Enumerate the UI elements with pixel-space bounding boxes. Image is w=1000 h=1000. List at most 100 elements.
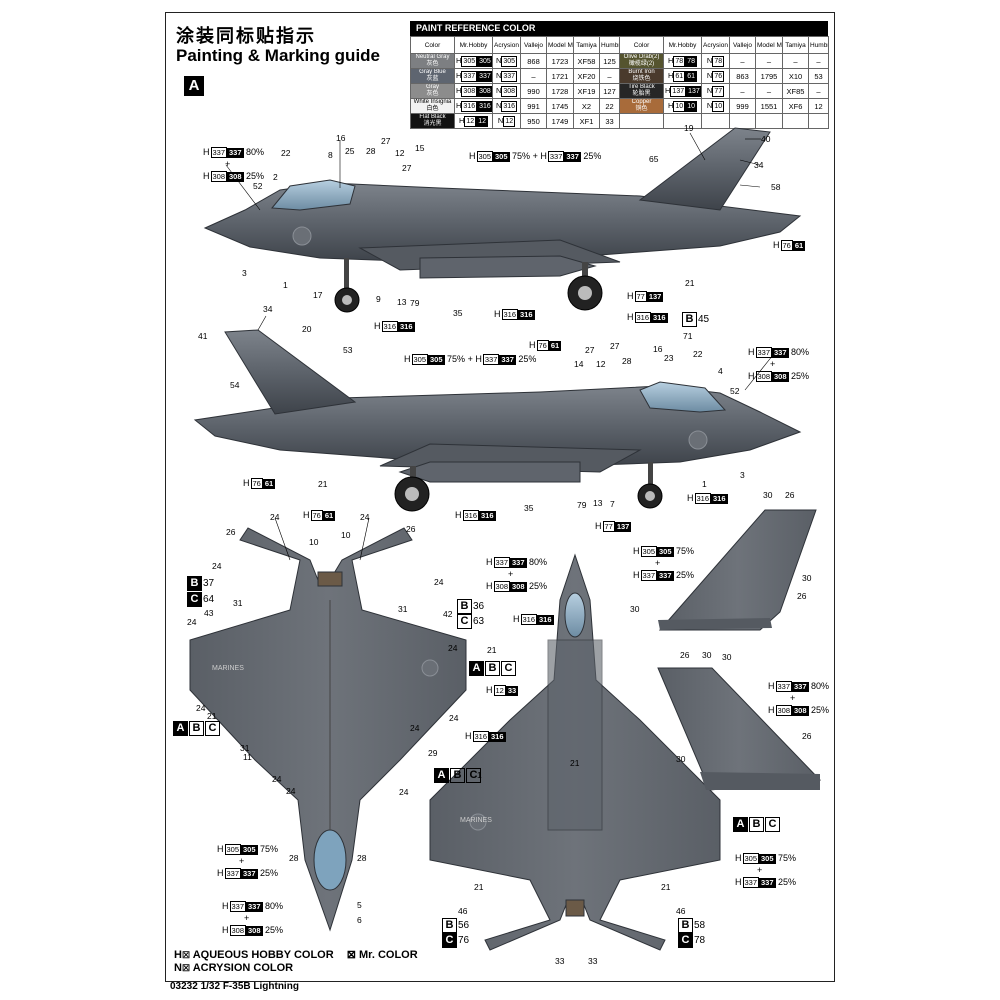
part-number-tails: 30 xyxy=(722,652,732,662)
part-number-bottom: 24 xyxy=(449,713,459,723)
paint-reference-title: PAINT REFERENCE COLOR xyxy=(410,21,828,36)
part-number-bottom: 5 xyxy=(357,900,362,910)
part-number-top: 46 xyxy=(458,906,468,916)
part-number-side1: 27 xyxy=(381,136,391,146)
part-number-side2: 21 xyxy=(318,479,328,489)
part-number-tails: 30 xyxy=(676,754,686,764)
paint-vallejo: 950 xyxy=(520,113,547,129)
part-number-bottom: 31 xyxy=(398,604,408,614)
part-number-bottom: 24 xyxy=(434,577,444,587)
part-number-side2: 23 xyxy=(664,353,674,363)
part-number-side1: 22 xyxy=(281,148,291,158)
part-number-bottom: 24 xyxy=(212,561,222,571)
paint-swatch: Olive Drab(2)橄榄绿(2) xyxy=(619,53,664,69)
part-number-side2: 14 xyxy=(574,359,584,369)
part-number-side1: 19 xyxy=(684,123,694,133)
part-number-bottom: 10 xyxy=(341,530,351,540)
canopy xyxy=(639,381,727,413)
canopy xyxy=(271,179,356,211)
legend-acrysion: N☒ ACRYSION COLOR xyxy=(174,962,294,974)
paint-empty-cell xyxy=(808,113,829,129)
part-number-side2: 16 xyxy=(653,344,663,354)
roundel-insignia xyxy=(292,226,312,246)
part-number-side2: 35 xyxy=(524,503,534,513)
part-number-side1: 28 xyxy=(366,146,376,156)
part-number-bottom: 24 xyxy=(270,512,280,522)
nose-gear-leg xyxy=(344,258,349,293)
part-number-bottom: 42 xyxy=(443,609,453,619)
part-number-bottom: 6 xyxy=(357,915,362,925)
part-number-side2: 7 xyxy=(610,499,615,509)
part-number-bottom: 26 xyxy=(226,527,236,537)
part-number-side2: 27 xyxy=(610,341,620,351)
sheet-letter-badge: A xyxy=(184,76,204,96)
part-number-bottom: 24 xyxy=(399,787,409,797)
side-view-left xyxy=(203,127,802,313)
part-number-bottom: 24 xyxy=(272,774,282,784)
part-number-side1: 2 xyxy=(273,172,278,182)
part-number-top: 1 xyxy=(477,770,482,780)
part-number-bottom: 21 xyxy=(207,711,217,721)
fuel-tank xyxy=(398,461,581,483)
part-number-side2: 27 xyxy=(585,345,595,355)
part-number-side2: 28 xyxy=(622,356,632,366)
part-number-tails: 30 xyxy=(630,604,640,614)
part-number-top: 21 xyxy=(661,882,671,892)
part-number-side1: 15 xyxy=(415,143,425,153)
part-number-side1: 1 xyxy=(283,280,288,290)
vertical-tail xyxy=(224,329,357,415)
part-number-bottom: 24 xyxy=(286,786,296,796)
part-number-side1: 12 xyxy=(395,148,405,158)
part-number-side1: 8 xyxy=(328,150,333,160)
part-number-side1: 21 xyxy=(685,278,695,288)
title-english: Painting & Marking guide xyxy=(176,46,381,65)
part-number-side2: 79 xyxy=(577,500,587,510)
part-number-side1: 40 xyxy=(761,134,771,144)
part-number-bottom: 24 xyxy=(196,703,206,713)
part-number-top: 33 xyxy=(588,956,598,966)
part-number-bottom: 21 xyxy=(487,645,497,655)
part-number-side1: 17 xyxy=(313,290,323,300)
part-number-side1: 16 xyxy=(336,133,346,143)
side-view-right xyxy=(193,329,802,512)
vertical-tail xyxy=(638,127,771,211)
roundel-insignia xyxy=(421,659,439,677)
part-number-bottom: 10 xyxy=(309,537,319,547)
part-number-tails: 30 xyxy=(702,650,712,660)
part-number-side1: 52 xyxy=(253,181,263,191)
title-chinese: 涂装同标贴指示 xyxy=(176,26,316,47)
part-number-side1: 35 xyxy=(453,308,463,318)
part-number-bottom: 31 xyxy=(233,598,243,608)
marines-decal-top: MARINES xyxy=(460,817,492,824)
part-number-side1: 13 xyxy=(397,297,407,307)
nose-radome xyxy=(313,829,347,891)
